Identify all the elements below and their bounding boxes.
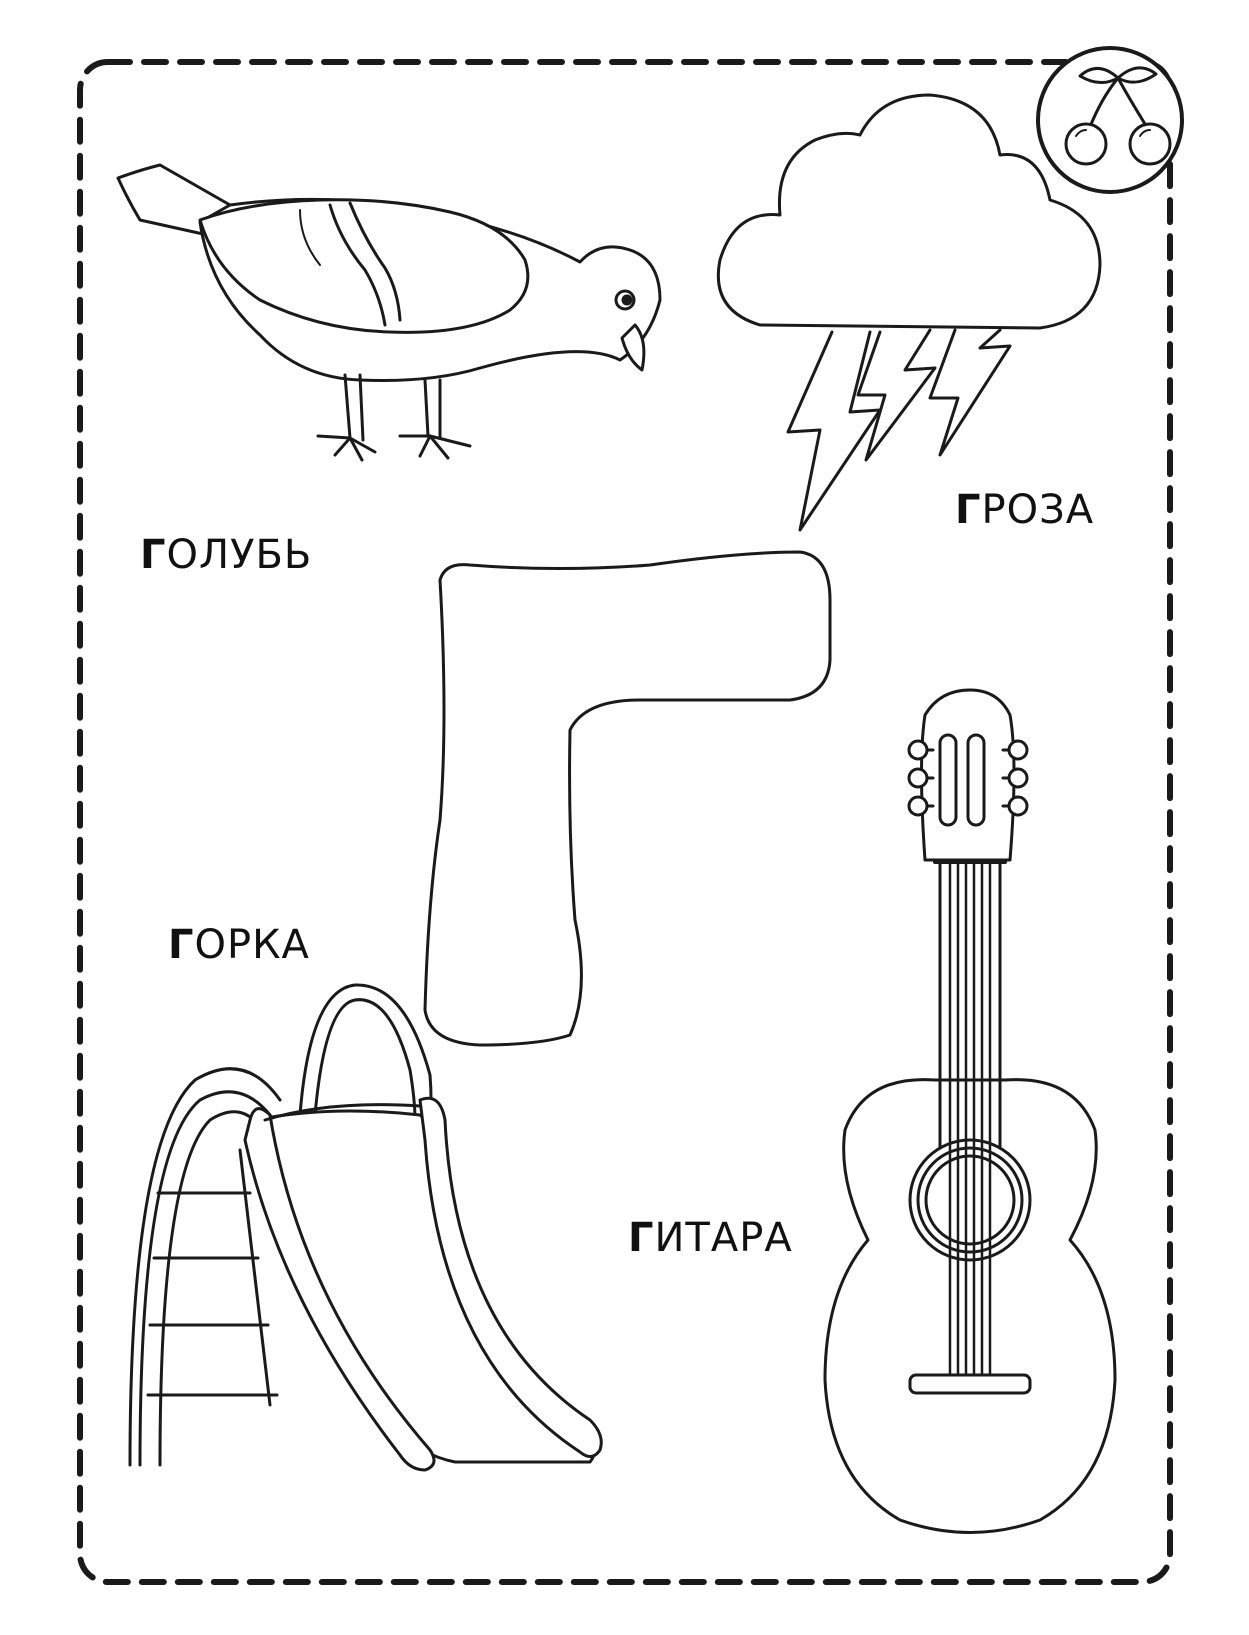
word-first-letter: Г — [955, 487, 982, 533]
word-gitara: ГИТАРА — [628, 1218, 793, 1258]
word-rest: РОЗА — [981, 487, 1095, 533]
word-first-letter: Г — [168, 922, 195, 968]
pigeon-icon — [116, 163, 662, 462]
thundercloud-icon — [716, 93, 1102, 532]
word-gorka: ГОРКА — [168, 925, 310, 965]
slide-icon — [128, 983, 603, 1472]
word-first-letter: Г — [628, 1215, 655, 1261]
word-groza: ГРОЗА — [955, 490, 1094, 530]
guitar-icon — [823, 688, 1117, 1534]
word-rest: ИТАРА — [654, 1215, 793, 1261]
word-golub: ГОЛУБЬ — [140, 535, 312, 575]
big-letter-outline — [423, 550, 832, 1047]
word-rest: ОЛУБЬ — [166, 532, 313, 578]
word-first-letter: Г — [140, 532, 167, 578]
dashed-frame — [77, 59, 1173, 1585]
cherry-icon — [1036, 46, 1184, 194]
word-rest: ОРКА — [194, 922, 310, 968]
